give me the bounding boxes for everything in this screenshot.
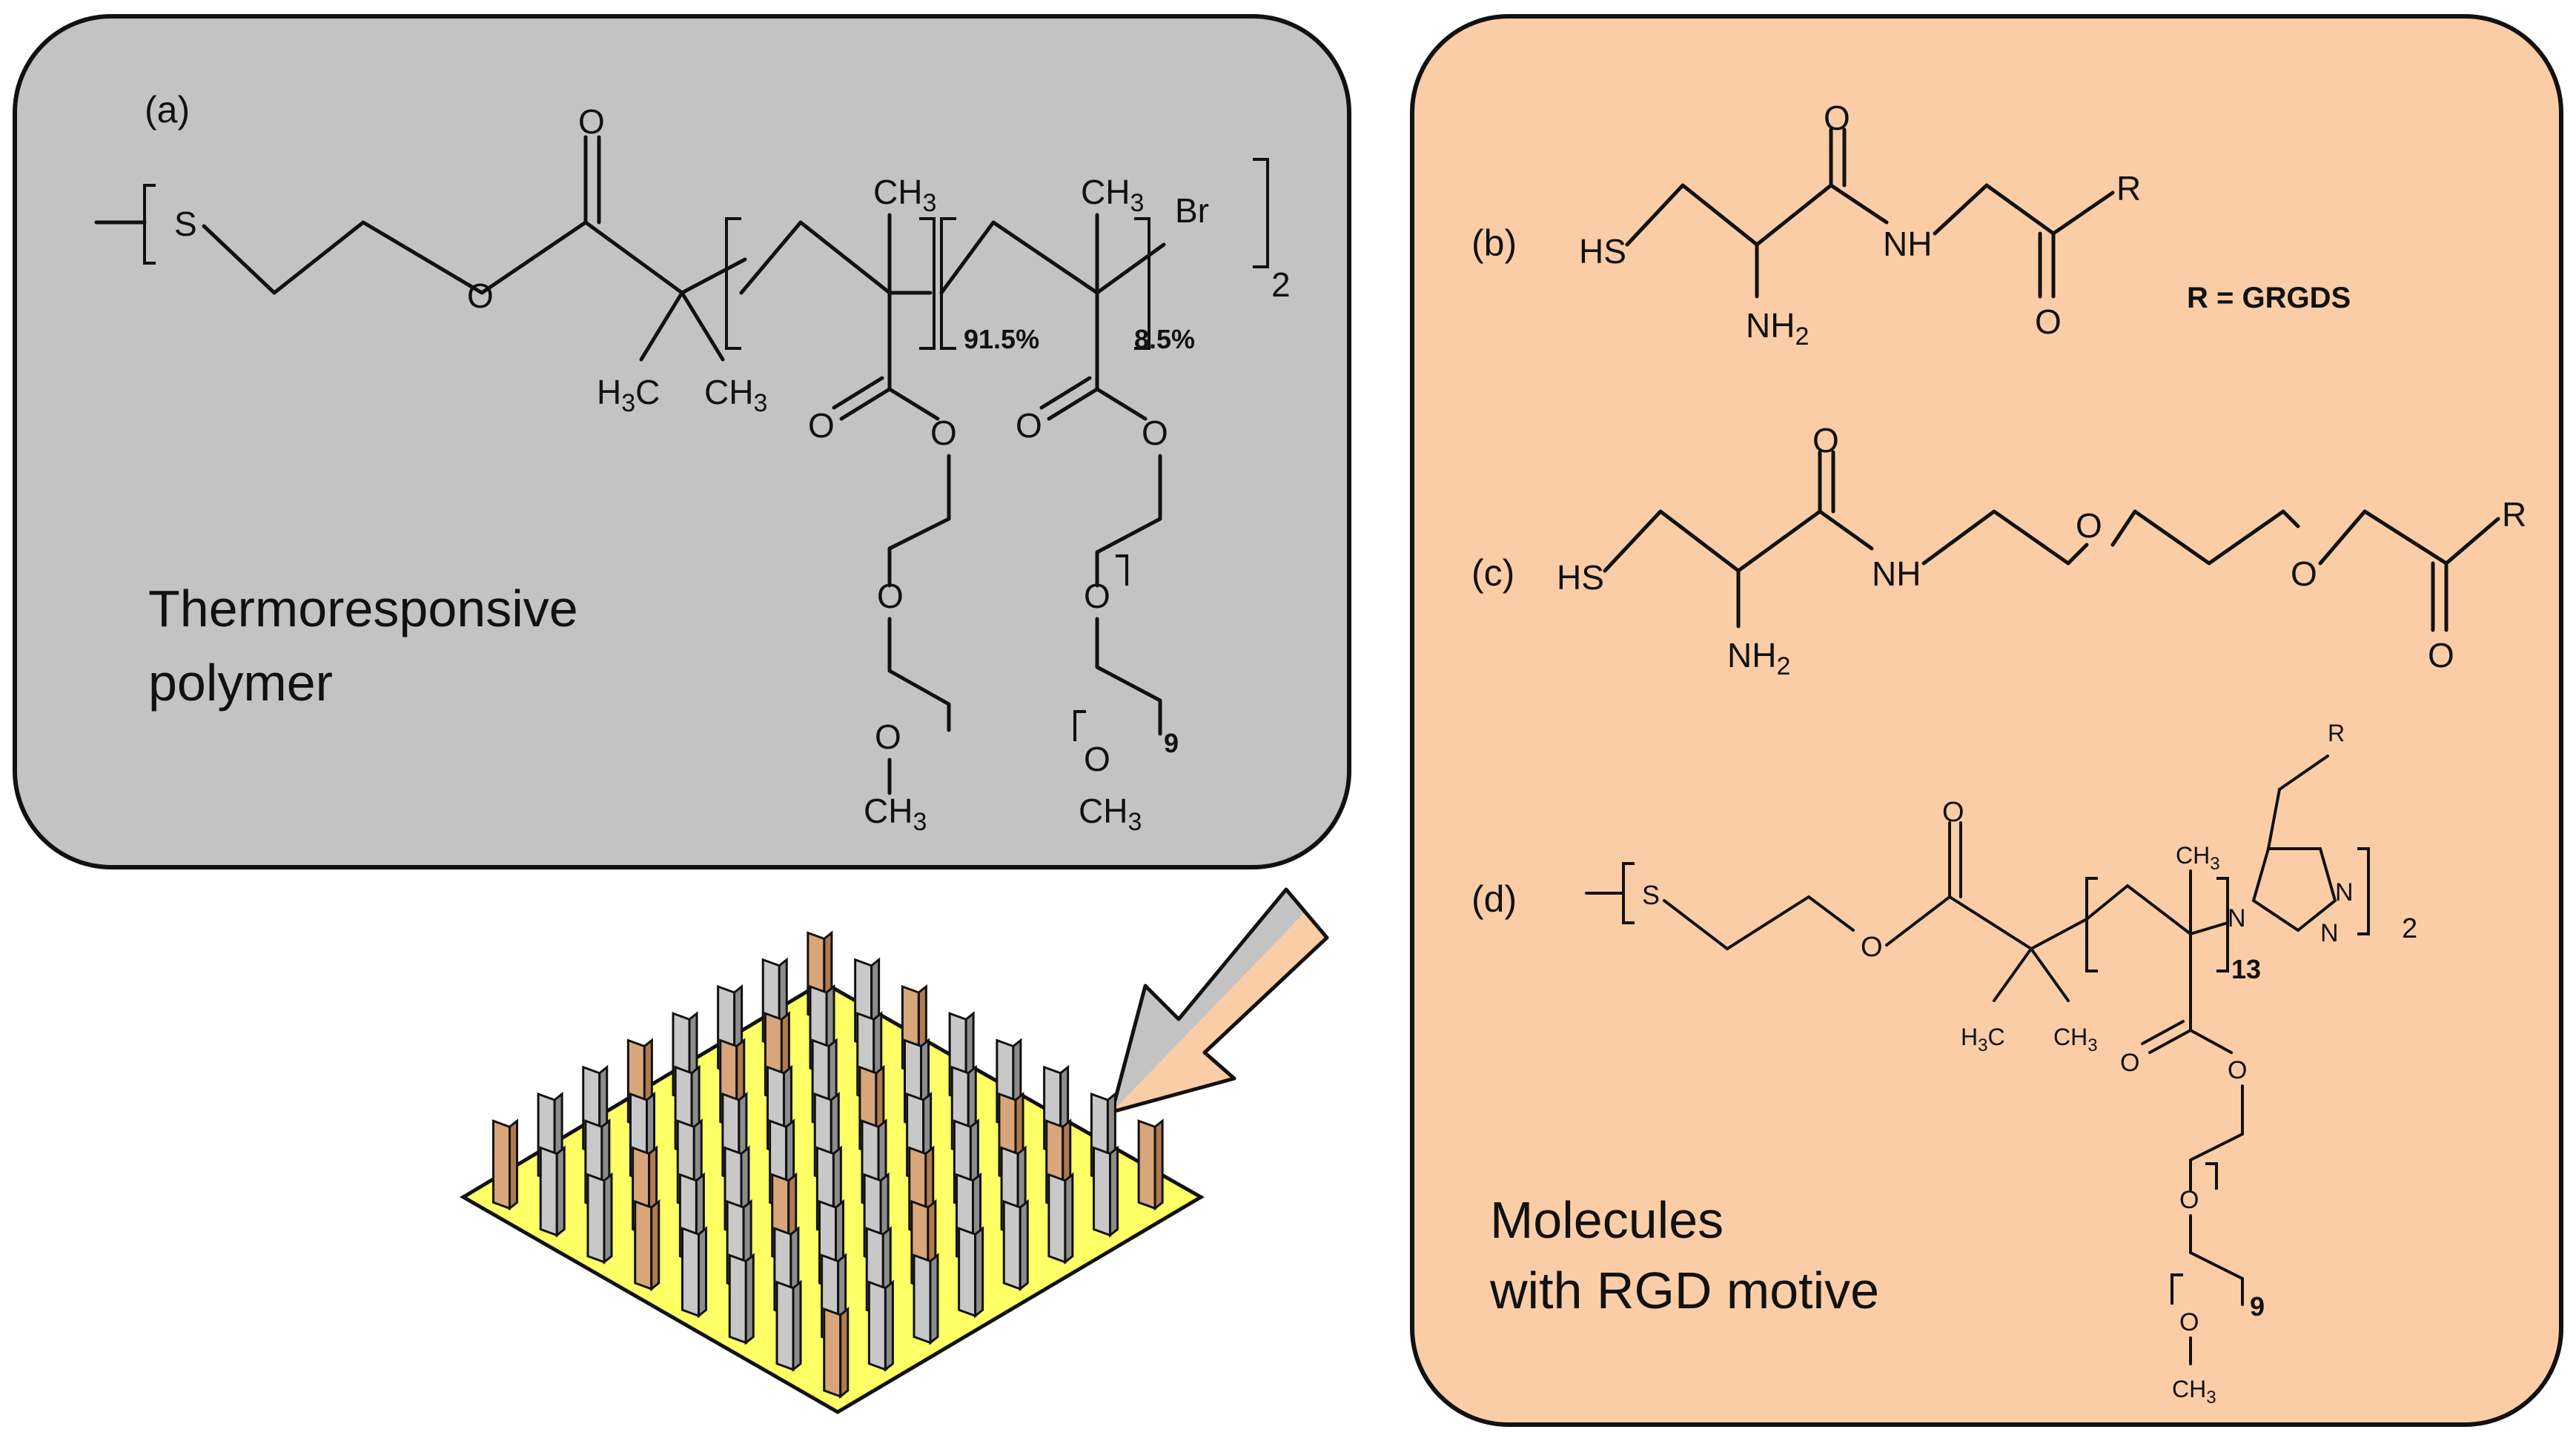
nanopillar [1047, 1172, 1074, 1265]
svg-text:O: O [2428, 636, 2454, 675]
transfer-arrow [1110, 887, 1329, 1114]
nanopillar [867, 1279, 894, 1372]
svg-text:O: O [1824, 99, 1850, 137]
nanopillar [823, 1306, 850, 1399]
svg-text:O: O [1016, 406, 1042, 445]
nanopillar [634, 1199, 660, 1292]
svg-text:R: R [2116, 169, 2141, 208]
svg-text:O: O [2228, 1056, 2247, 1084]
panel-c-label: (c) [1471, 552, 1514, 594]
svg-text:O: O [875, 718, 901, 756]
nanopillar [681, 1226, 707, 1319]
svg-text:R: R [2328, 720, 2345, 746]
svg-text:N: N [2228, 904, 2246, 932]
panel-b-label: (b) [1471, 222, 1517, 264]
panel-a-caption-line2: polymer [148, 654, 333, 712]
panel-a-box [13, 14, 1351, 869]
svg-text:O: O [2291, 554, 2317, 593]
svg-text:O: O [1942, 797, 1964, 828]
repeat-2-d: 2 [2402, 913, 2417, 944]
svg-text:R: R [2502, 495, 2526, 534]
repeat-13: 13 [2231, 954, 2261, 984]
panel-d-label: (d) [1471, 878, 1517, 920]
svg-text:O: O [2179, 1186, 2199, 1214]
nanopillar [1002, 1199, 1029, 1292]
molecule-b-structure: HS NH2 O NH R O [1579, 99, 2141, 351]
svg-text:O: O [2179, 1308, 2199, 1336]
svg-text:O: O [1142, 414, 1168, 452]
svg-text:NH: NH [1883, 225, 1932, 263]
svg-text:O: O [1812, 421, 1839, 460]
nanopillar [775, 1279, 802, 1372]
svg-text:HS: HS [1579, 232, 1626, 271]
svg-text:O: O [930, 414, 957, 452]
svg-text:O: O [467, 276, 494, 315]
panel-a-caption-line1: Thermoresponsive [148, 580, 578, 637]
panel-bcd-caption-line1: Molecules [1490, 1191, 1724, 1249]
svg-text:O: O [2035, 302, 2062, 341]
panel-bcd-caption-line2: with RGD motive [1489, 1262, 1879, 1319]
panel-a-label: (a) [145, 89, 190, 130]
nanopillar [586, 1172, 613, 1265]
repeat-9-d: 9 [2250, 1291, 2265, 1322]
nanopillar [492, 1118, 518, 1211]
nanopillar [1137, 1118, 1164, 1211]
svg-text:O: O [877, 577, 904, 615]
polymer-d-structure: S O O H3C CH3 CH3 13 N N N R 2 O O [1585, 720, 2417, 1408]
svg-text:O: O [1084, 740, 1110, 778]
svg-text:O: O [1084, 577, 1110, 615]
nanopillar [539, 1145, 566, 1238]
svg-text:O: O [1861, 932, 1883, 963]
ratio-8-5: 8.5% [1134, 324, 1195, 354]
svg-text:O: O [808, 406, 835, 445]
svg-text:S: S [1642, 880, 1660, 910]
svg-text:S: S [174, 205, 197, 243]
svg-text:N: N [2335, 878, 2354, 907]
svg-text:O: O [2120, 1049, 2139, 1077]
svg-text:Br: Br [1175, 191, 1209, 230]
svg-text:O: O [2076, 506, 2102, 545]
repeat-2-a: 2 [1271, 265, 1291, 304]
svg-text:NH: NH [1872, 554, 1921, 593]
repeat-9-a: 9 [1164, 728, 1179, 758]
panel-bcd-box [1410, 14, 2563, 1427]
nanopillar [1093, 1145, 1119, 1238]
polymer-a-structure: S O O H3C CH3 CH3 91.5% CH3 Br 8.5% 2 [94, 102, 1291, 836]
svg-text:HS: HS [1557, 558, 1604, 597]
svg-text:O: O [578, 102, 605, 141]
svg-text:N: N [2320, 919, 2339, 947]
nanopillar [728, 1253, 755, 1345]
nanopillar [913, 1253, 939, 1345]
nanopillar [958, 1226, 984, 1319]
r-definition: R = GRGDS [2187, 282, 2351, 314]
nanopillar-array [492, 930, 1164, 1399]
ratio-91-5: 91.5% [964, 324, 1039, 354]
